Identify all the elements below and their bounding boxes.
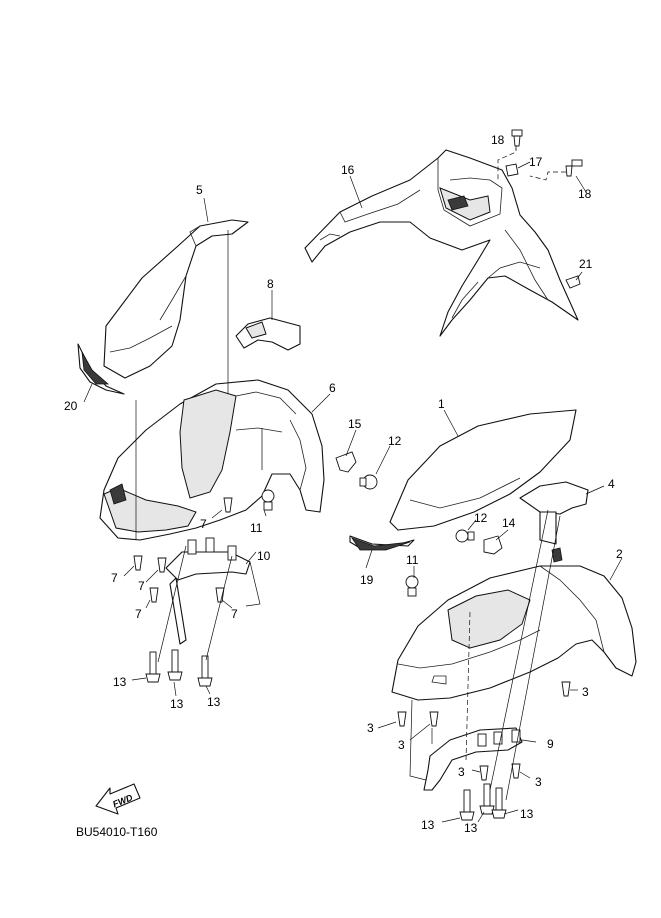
leader-lines (83, 148, 623, 823)
callout-7e: 7 (231, 607, 238, 621)
callout-4: 4 (608, 477, 615, 491)
callout-labels: 5 16 18 17 18 21 8 20 6 15 12 1 4 2 12 1… (64, 133, 623, 835)
part-11-bolt-right (405, 575, 419, 597)
part-17-nut (505, 163, 519, 177)
callout-16: 16 (341, 163, 355, 177)
part-19-trim (349, 535, 415, 551)
callout-7b: 7 (111, 571, 118, 585)
callout-5: 5 (196, 183, 203, 197)
part-14-clip (483, 535, 503, 555)
callout-13b: 13 (170, 697, 184, 711)
callout-11a: 11 (250, 521, 263, 535)
fwd-arrow-icon: FWD (95, 783, 141, 815)
callout-15: 15 (348, 417, 362, 431)
part-11-bolt-left (261, 489, 275, 511)
part-7-screws (133, 497, 233, 603)
callout-12b: 12 (474, 511, 488, 525)
callout-2: 2 (616, 547, 623, 561)
callout-3e: 3 (535, 775, 542, 789)
callout-12a: 12 (388, 434, 402, 448)
part-3-screws (397, 681, 571, 781)
part-6-front-cover (99, 379, 325, 541)
part-15-clip (335, 451, 357, 473)
callout-13e: 13 (464, 821, 478, 835)
callout-3b: 3 (367, 721, 374, 735)
callout-7c: 7 (138, 579, 145, 593)
callout-18a: 18 (491, 133, 505, 147)
callout-7a: 7 (200, 517, 207, 531)
callout-9: 9 (547, 737, 554, 751)
callout-13d: 13 (421, 818, 435, 832)
callout-20: 20 (64, 399, 78, 413)
callout-18b: 18 (578, 187, 592, 201)
callout-13a: 13 (113, 675, 127, 689)
part-13-bolts-right (459, 783, 507, 821)
callout-21: 21 (579, 257, 593, 271)
callout-14: 14 (502, 516, 516, 530)
part-2-front-fender (391, 547, 637, 701)
callout-10: 10 (257, 549, 271, 563)
part-4-bracket-cover (519, 481, 589, 545)
callout-3d: 3 (458, 765, 465, 779)
callout-13f: 13 (520, 807, 534, 821)
callout-6: 6 (329, 381, 336, 395)
part-13-bolts-left (145, 649, 213, 687)
part-18-bolt-a (511, 129, 523, 147)
callout-19: 19 (360, 573, 374, 587)
callout-1: 1 (438, 397, 445, 411)
part-5-upper-cowl (103, 219, 249, 379)
part-10-bracket (165, 537, 251, 645)
callout-13c: 13 (207, 695, 221, 709)
callout-17: 17 (529, 155, 543, 169)
part-9-bracket (423, 727, 523, 791)
part-12-bolt-left (359, 474, 378, 490)
callout-11b: 11 (406, 553, 419, 567)
diagram-code: BU54010-T160 (76, 825, 158, 839)
callout-8: 8 (267, 277, 274, 291)
part-8-inner-panel (235, 317, 301, 351)
part-18-bolt-b (565, 159, 583, 177)
callout-3a: 3 (582, 685, 589, 699)
callout-7d: 7 (135, 607, 142, 621)
callout-3c: 3 (398, 738, 405, 752)
part-16-rear-cover (304, 149, 579, 337)
part-12-bolt-right (455, 529, 475, 543)
part-1-cover (389, 409, 577, 531)
part-20-visor-trim (77, 343, 125, 395)
